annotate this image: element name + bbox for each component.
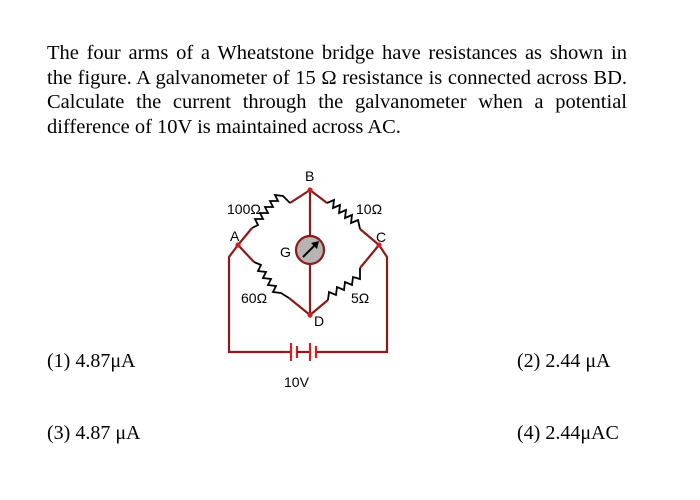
wire-b-bc [309, 189, 328, 204]
arrow-head-icon [311, 241, 319, 249]
resistor-label-ab: 100Ω [227, 201, 261, 217]
option-4[interactable]: (4) 2.44μAC [517, 422, 619, 444]
option-2[interactable]: (2) 2.44 μA [517, 350, 611, 372]
wire-d-dc [309, 299, 329, 316]
wire-dc-c [359, 244, 380, 269]
node-label-a: A [230, 228, 240, 244]
resistor-label-ad: 60Ω [241, 290, 267, 306]
galvanometer [294, 234, 326, 266]
node-label-d: D [314, 313, 324, 329]
question-text: The four arms of a Wheatstone bridge hav… [47, 42, 627, 138]
galvanometer-label: G [280, 244, 291, 260]
resistor-ab [251, 193, 291, 229]
junction-nodes [235, 187, 382, 318]
option-3[interactable]: (3) 4.87 μA [47, 422, 141, 444]
resistor-label-dc: 5Ω [351, 290, 369, 306]
resistor-dc [327, 268, 361, 301]
node-a [235, 242, 241, 248]
wire-ab-b [289, 189, 311, 204]
node-label-c: C [376, 229, 386, 245]
battery-label: 10V [284, 374, 310, 390]
wire-left [227, 244, 285, 354]
option-1[interactable]: (1) 4.87μA [47, 350, 136, 372]
resistor-bc [326, 198, 361, 230]
wire-bc-c [359, 228, 380, 246]
node-b [307, 187, 313, 193]
wire-right [316, 244, 389, 354]
resistor-label-bc: 10Ω [356, 201, 382, 217]
node-d [307, 312, 313, 318]
wire-a-ab [237, 227, 253, 246]
resistor-ad [253, 261, 290, 299]
node-c [376, 242, 382, 248]
wire-ad-d [288, 297, 311, 316]
wire-a-ad [237, 244, 255, 263]
circuit-wires [227, 189, 389, 354]
battery [285, 343, 318, 361]
node-label-b: B [305, 168, 314, 184]
